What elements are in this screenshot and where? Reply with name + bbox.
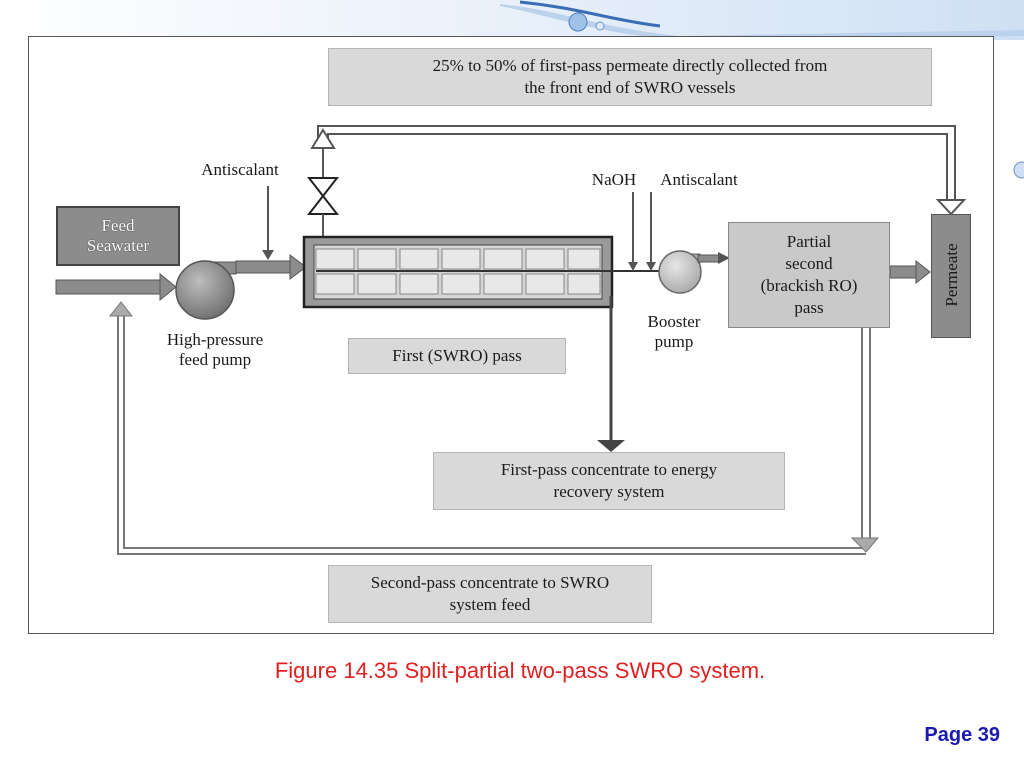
pump-to-vessel-arrow	[235, 254, 307, 280]
naoh-label: NaOH	[591, 170, 637, 189]
antiscalant-right-label: Antiscalant	[660, 170, 738, 189]
valve-icon	[306, 148, 340, 236]
page-number: Page 39	[924, 724, 1000, 746]
slide-side-decoration	[1013, 161, 1024, 179]
feed-seawater-arrow	[55, 272, 177, 302]
booster-pump-icon	[658, 250, 702, 294]
naoh-dosing-arrow	[628, 192, 638, 271]
permeate-label: Permeate	[942, 243, 961, 307]
first-pass-permeate-bypass-line	[317, 125, 956, 205]
high-pressure-pump-icon	[175, 260, 237, 320]
partial-second-pass-box: Partial second (brackish RO) pass	[728, 222, 890, 328]
antiscalant-left-label: Antiscalant	[201, 160, 279, 179]
antiscalant-right-arrow	[646, 192, 656, 271]
booster-to-second-pass-arrow	[697, 252, 730, 264]
second-pass-to-permeate-arrow	[889, 259, 931, 285]
first-pass-box: First (SWRO) pass	[348, 338, 566, 374]
second-pass-concentrate-loop	[117, 312, 871, 555]
recycle-to-feed-arrow	[108, 301, 134, 317]
swro-pressure-vessel	[302, 235, 660, 309]
slide-header-decoration	[0, 0, 1024, 40]
first-pass-concentrate-arrow	[597, 296, 625, 452]
permeate-box: Permeate	[931, 214, 971, 338]
feed-seawater-box: Feed Seawater	[56, 206, 180, 266]
booster-pump-label: Booster pump	[647, 312, 701, 351]
second-pass-concentrate-arrow	[850, 537, 880, 553]
diagram-frame	[28, 36, 994, 634]
permeate-inlet-arrow	[935, 199, 967, 216]
first-pass-permeate-note: 25% to 50% of first-pass permeate direct…	[328, 48, 932, 106]
bypass-up-arrow	[310, 128, 336, 149]
figure-caption: Figure 14.35 Split-partial two-pass SWRO…	[274, 658, 766, 683]
first-pass-concentrate-box: First-pass concentrate to energy recover…	[433, 452, 785, 510]
antiscalant-left-arrow	[262, 186, 274, 260]
second-pass-concentrate-box: Second-pass concentrate to SWRO system f…	[328, 565, 652, 623]
hp-pump-label: High-pressure feed pump	[166, 330, 264, 369]
